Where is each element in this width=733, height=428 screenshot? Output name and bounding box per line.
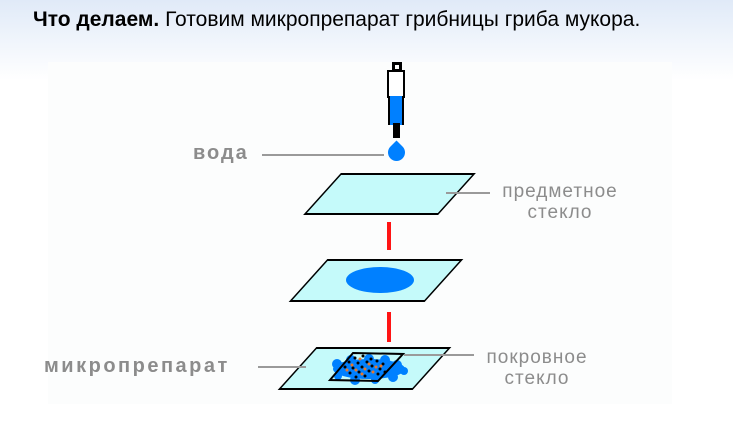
specimen-under-cover-glass [327,351,408,385]
pipette-tip-icon [393,123,400,138]
water-label: вода [193,142,249,164]
page-title: Что делаем. Готовим микропрепарат грибни… [33,8,713,32]
specimen-orange-spores [345,357,383,376]
title-lead: Что делаем. [33,8,160,31]
micropreparation-label: микропрепарат [44,355,230,377]
title-rest: Готовим микропрепарат грибницы гриба мук… [165,8,641,31]
connector-line-1 [387,222,391,250]
slide-glass-label: предметное стекло [490,181,630,223]
cover-glass-label: покровное стекло [472,347,602,389]
cover-glass-label-line2: стекло [504,368,570,389]
water-leader-line [262,154,384,156]
slide-glass-leader-line [446,192,490,194]
cover-glass-leader-line [404,354,474,356]
pipette-liquid-icon [388,96,404,125]
cover-glass-label-line1: покровное [486,347,588,368]
cover-glass-outline [327,351,406,383]
slide-glass-label-line2: стекло [527,202,593,223]
slide-glass-label-line1: предметное [502,181,618,202]
water-oval [346,267,414,293]
pipette-body-icon [387,70,405,98]
micropreparation-leader-line [258,366,306,368]
connector-line-2 [387,312,391,342]
